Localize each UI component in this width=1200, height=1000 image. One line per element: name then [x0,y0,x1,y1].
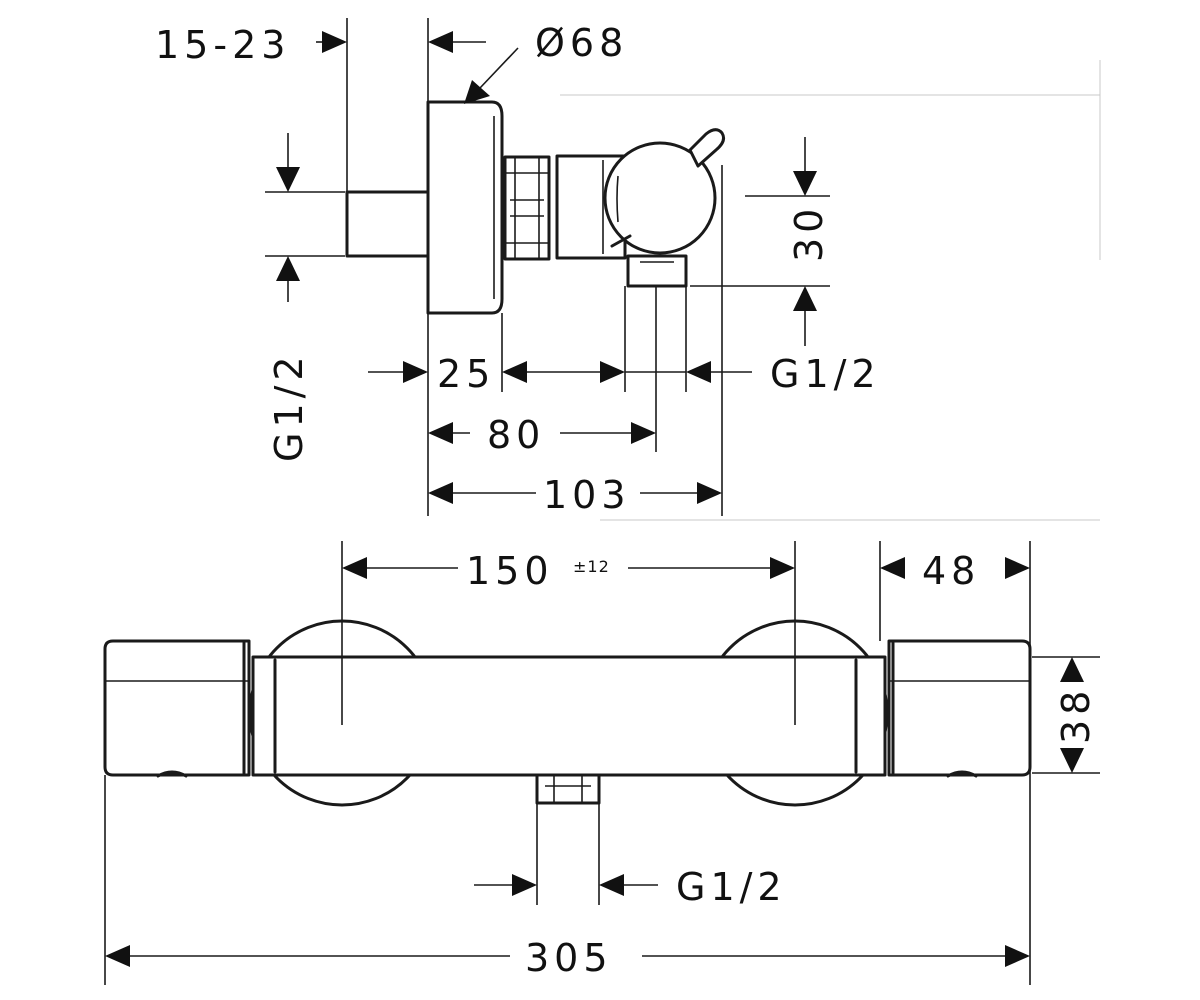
dim-height-30: 30 [787,137,831,346]
dim-wall-range: 15-23 [155,23,486,67]
dim-305: 305 [105,936,1030,980]
dim-25-label: 25 [437,352,495,396]
dim-80-label: 80 [487,413,545,457]
dim-80: 80 [428,413,656,457]
side-extension-lines [265,18,830,516]
front-extension-lines [104,541,1100,985]
dim-25: 25 [368,352,527,396]
dim-38: 38 [1054,657,1098,773]
dim-103: 103 [428,473,722,517]
handle [603,128,725,255]
outlet-spout [626,254,688,288]
dim-48: 48 [880,549,1030,593]
front-view [103,541,1032,807]
left-handle [103,639,251,778]
dim-diameter: Ø68 [464,21,628,104]
side-view [345,100,725,315]
dim-side-thread-label: G1/2 [267,351,311,462]
dim-outlet-thread-label: G1/2 [770,352,881,396]
dim-38-label: 38 [1054,686,1098,744]
dim-bottom-thread: G1/2 [474,865,787,909]
background-guides [560,60,1101,521]
valve-body [555,154,627,260]
dim-wall-range-label: 15-23 [155,23,290,67]
right-handle [887,639,1032,778]
dim-150-tolerance: ±12 [573,557,610,576]
dim-305-label: 305 [525,936,613,980]
escutcheon-disc [426,100,504,315]
dim-48-label: 48 [922,549,980,593]
dim-150-label: 150 [466,549,554,593]
dim-height-30-label: 30 [787,204,831,262]
dim-150: 150 ±12 [342,549,795,593]
dim-side-thread: G1/2 [267,133,311,462]
bottom-outlet [535,773,601,805]
dim-bottom-thread-label: G1/2 [676,865,787,909]
main-body [251,655,887,777]
dim-outlet-thread: G1/2 [527,352,881,396]
dim-103-label: 103 [543,473,631,517]
hex-nut [503,155,551,261]
wall-connector [345,190,430,258]
dim-diameter-label: Ø68 [535,21,628,65]
